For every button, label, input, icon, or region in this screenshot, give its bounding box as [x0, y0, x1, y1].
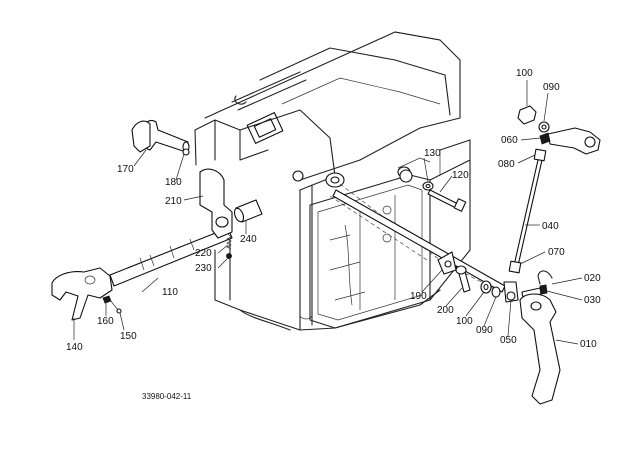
callout-190: 190	[410, 291, 427, 302]
callout-140: 140	[66, 342, 83, 353]
callout-100-bottom: 100	[456, 316, 473, 327]
callout-150: 150	[120, 331, 137, 342]
callout-210: 210	[165, 196, 182, 207]
callout-240: 240	[240, 234, 257, 245]
callout-220: 220	[195, 248, 212, 259]
shift-linkage	[332, 105, 601, 405]
callout-130: 130	[424, 148, 441, 159]
callout-230: 230	[195, 263, 212, 274]
callout-050: 050	[500, 335, 517, 346]
callout-080: 080	[498, 159, 515, 170]
callout-020: 020	[584, 273, 601, 284]
link-rod-040	[512, 159, 543, 271]
callout-090-bottom: 090	[476, 325, 493, 336]
shift-fork-210	[199, 168, 233, 239]
callout-060: 060	[501, 135, 518, 146]
rod-end-060	[547, 127, 601, 155]
callout-040: 040	[542, 221, 559, 232]
transmission-housing	[194, 31, 501, 331]
callout-170: 170	[117, 164, 134, 175]
callout-030: 030	[584, 295, 601, 306]
shift-shaft	[109, 227, 233, 287]
callout-010: 010	[580, 339, 597, 350]
shift-rod-190	[332, 189, 506, 293]
shift-fork-assembly	[51, 119, 263, 321]
leader-lines	[73, 80, 583, 345]
callout-120: 120	[452, 170, 469, 181]
part-callouts: 100 090 060 080 130 120 170 180 210 240 …	[66, 68, 601, 401]
callout-110: 110	[162, 287, 178, 298]
callout-160: 160	[97, 316, 114, 327]
callout-090-top: 090	[543, 82, 560, 93]
callout-180: 180	[165, 177, 182, 188]
drawing-number: 33980-042-11	[142, 392, 192, 401]
shift-lever-010	[519, 293, 561, 405]
shift-fork-140	[51, 267, 113, 321]
callout-100-top: 100	[516, 68, 533, 79]
callout-070: 070	[548, 247, 565, 258]
callout-200: 200	[437, 305, 454, 316]
